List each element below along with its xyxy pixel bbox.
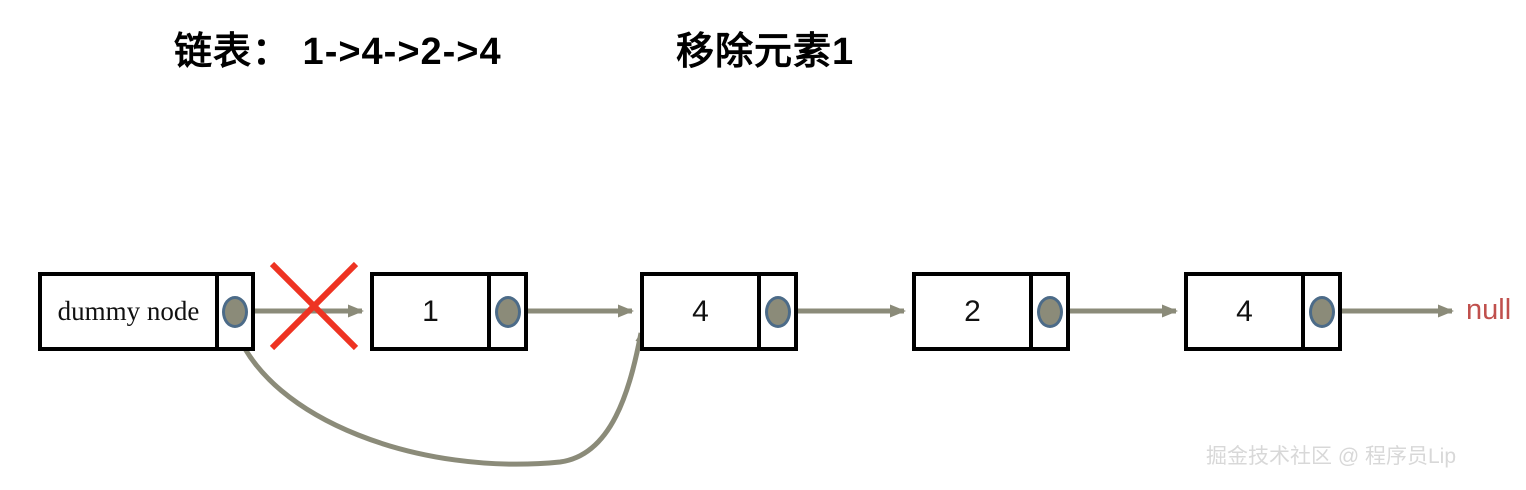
node-value-cell: 4 <box>1188 276 1305 347</box>
pointer-dot-icon <box>764 295 791 328</box>
watermark-label: 掘金技术社区 @ 程序员Lip <box>1206 445 1457 468</box>
remove-cross-icon <box>269 261 359 351</box>
list-node-dummy: dummy node <box>38 272 255 351</box>
pointer-dot-icon <box>1308 295 1335 328</box>
pointer-dot-icon <box>494 295 521 328</box>
rewire-curved-arrow <box>229 320 644 467</box>
list-node-2: 4 <box>640 272 798 351</box>
null-terminator-label: null <box>1466 294 1512 326</box>
list-node-3: 2 <box>912 272 1070 351</box>
node-pointer-cell <box>219 276 251 347</box>
node-pointer-cell <box>1033 276 1066 347</box>
node-value-cell: 4 <box>644 276 761 347</box>
page-title-linked-list: 链表： 1->4->2->4 <box>174 31 502 73</box>
node-pointer-cell <box>491 276 524 347</box>
node-value-cell: 2 <box>916 276 1033 347</box>
node-value-cell: 1 <box>374 276 491 347</box>
list-node-4: 4 <box>1184 272 1342 351</box>
pointer-dot-icon <box>222 295 248 328</box>
node-value-cell: dummy node <box>42 276 219 347</box>
list-node-1: 1 <box>370 272 528 351</box>
node-pointer-cell <box>761 276 794 347</box>
page-title-operation: 移除元素1 <box>676 31 855 73</box>
node-pointer-cell <box>1305 276 1338 347</box>
pointer-dot-icon <box>1036 295 1063 328</box>
